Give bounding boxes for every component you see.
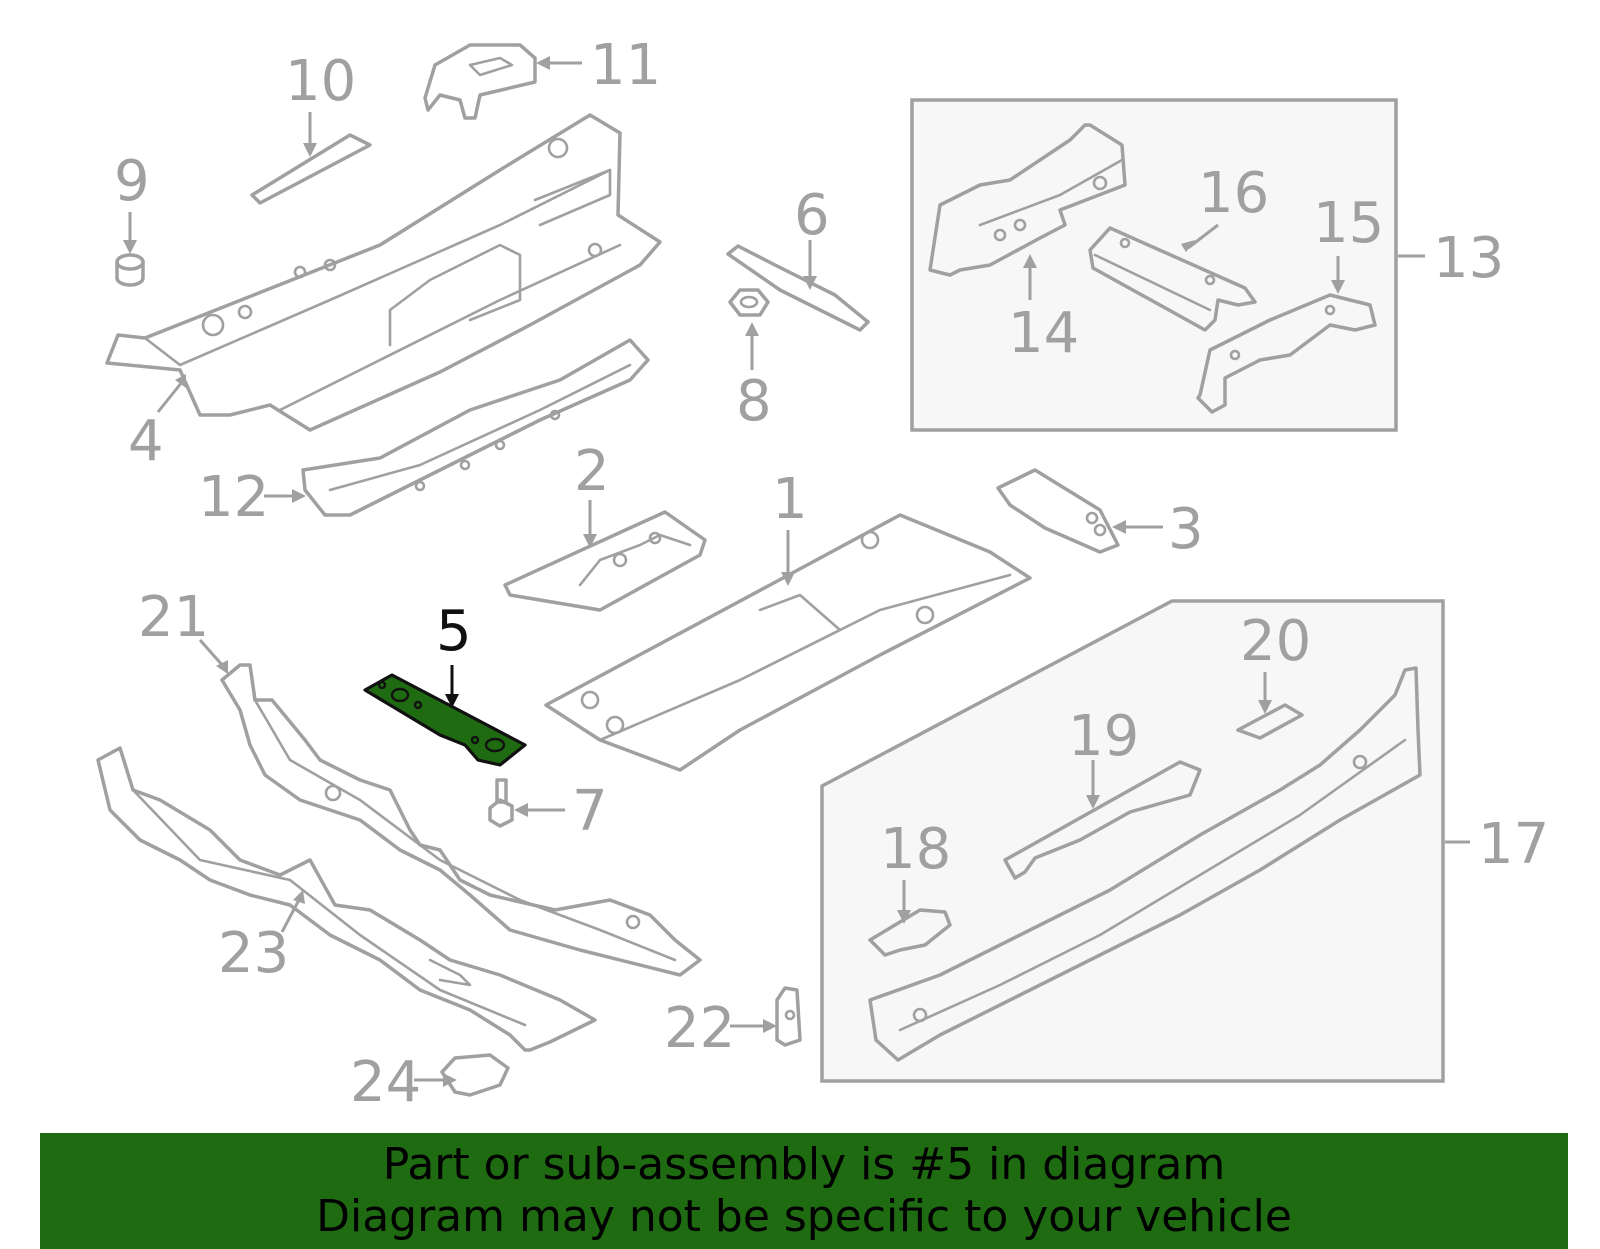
svg-text:14: 14	[1008, 301, 1079, 366]
svg-text:21: 21	[138, 585, 209, 650]
svg-text:7: 7	[572, 779, 608, 844]
part-7-bolt	[488, 778, 514, 828]
banner-line-2: Diagram may not be specific to your vehi…	[316, 1191, 1292, 1242]
callout-20: 20	[1240, 609, 1311, 714]
callout-10: 10	[285, 49, 356, 157]
callout-21: 21	[138, 585, 228, 674]
svg-text:9: 9	[114, 149, 150, 214]
part-2-panel	[503, 510, 707, 612]
part-3-bracket	[996, 468, 1120, 554]
callout-18: 18	[880, 817, 951, 924]
callout-11: 11	[536, 33, 661, 98]
svg-text:17: 17	[1478, 812, 1549, 877]
callout-16: 16	[1181, 161, 1269, 252]
callout-9: 9	[114, 149, 150, 254]
callout-5-highlighted: 5	[436, 599, 472, 708]
svg-text:2: 2	[574, 439, 610, 504]
part-5-highlighted	[363, 673, 527, 767]
part-21-rail	[220, 663, 702, 977]
svg-text:19: 19	[1068, 704, 1139, 769]
part-11-bracket	[423, 43, 537, 120]
part-4-front-floor	[105, 113, 662, 432]
callout-4: 4	[128, 374, 186, 474]
callout-23: 23	[218, 890, 305, 986]
callout-8: 8	[736, 322, 772, 434]
svg-text:13: 13	[1433, 226, 1504, 291]
svg-text:6: 6	[794, 183, 830, 248]
part-23-rail	[96, 746, 597, 1052]
part-20-patch	[1236, 703, 1304, 740]
part-8-clip	[728, 288, 770, 317]
part-14-rail	[928, 123, 1127, 277]
callout-12: 12	[198, 465, 306, 530]
part-18-bracket	[868, 908, 952, 957]
part-12-rail	[301, 338, 650, 517]
part-19-reinforcement	[1003, 760, 1202, 880]
svg-text:23: 23	[218, 921, 289, 986]
part-9-grommet	[115, 253, 145, 287]
info-banner: Part or sub-assembly is #5 in diagram Di…	[40, 1133, 1568, 1249]
callout-3: 3	[1112, 497, 1204, 562]
svg-text:22: 22	[664, 996, 735, 1061]
svg-text:10: 10	[285, 49, 356, 114]
svg-text:3: 3	[1168, 497, 1204, 562]
svg-text:15: 15	[1313, 191, 1384, 256]
callout-13: 13	[1398, 226, 1504, 291]
svg-text:11: 11	[590, 33, 661, 98]
part-16-reinforcement	[1088, 226, 1257, 332]
svg-text:12: 12	[198, 465, 269, 530]
callout-17: 17	[1445, 812, 1549, 877]
part-22-bracket	[775, 986, 802, 1047]
callout-1: 1	[772, 467, 808, 586]
part-17-rocker	[868, 666, 1422, 1062]
part-24-bracket	[440, 1053, 510, 1097]
banner-line-1: Part or sub-assembly is #5 in diagram	[382, 1139, 1226, 1190]
part-15-rail	[1196, 293, 1377, 414]
callout-22: 22	[664, 996, 777, 1061]
part-10-bracket	[250, 133, 372, 205]
callout-2: 2	[574, 439, 610, 548]
callout-6: 6	[794, 183, 830, 290]
svg-text:20: 20	[1240, 609, 1311, 674]
part-1-center-floor	[544, 513, 1032, 772]
callout-15: 15	[1313, 191, 1384, 294]
callout-19: 19	[1068, 704, 1139, 809]
svg-text:8: 8	[736, 369, 772, 434]
callout-24: 24	[350, 1050, 457, 1115]
part-6-crossmember	[726, 244, 870, 332]
svg-text:4: 4	[128, 409, 164, 474]
callout-7: 7	[514, 779, 608, 844]
svg-text:1: 1	[772, 467, 808, 532]
svg-text:18: 18	[880, 817, 951, 882]
svg-text:5: 5	[436, 599, 472, 664]
callout-14: 14	[1008, 254, 1079, 366]
svg-text:24: 24	[350, 1050, 421, 1115]
svg-text:16: 16	[1198, 161, 1269, 226]
